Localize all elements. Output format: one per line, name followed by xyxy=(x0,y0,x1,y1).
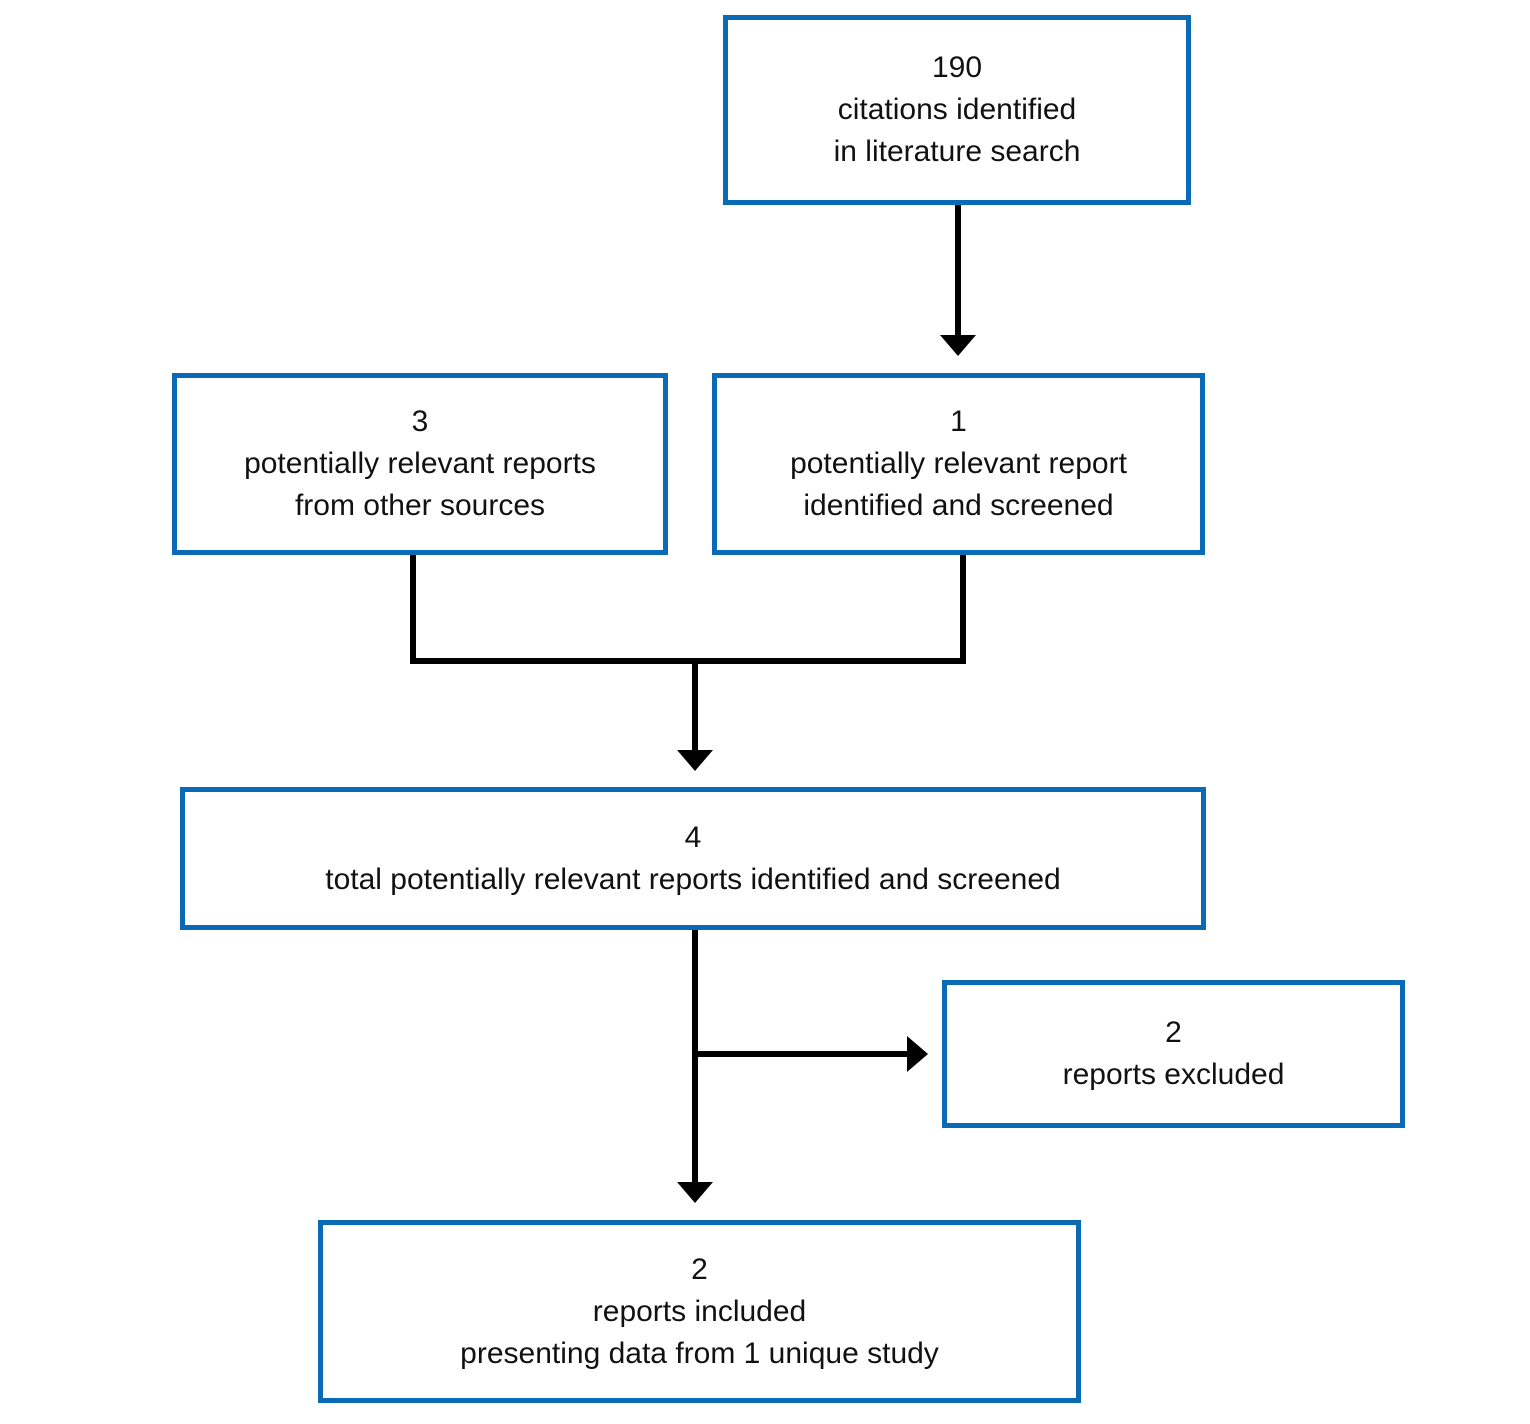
edge-total-to-included xyxy=(677,928,713,1203)
node-line: in literature search xyxy=(833,135,1081,168)
node-total-screened: 4 total potentially relevant reports ide… xyxy=(180,787,1206,930)
node-line: citations identified xyxy=(837,93,1077,126)
node-count: 1 xyxy=(950,405,967,438)
edge-total-to-excluded xyxy=(695,1036,928,1072)
node-line: from other sources xyxy=(294,489,546,522)
node-line: total potentially relevant reports ident… xyxy=(325,862,1061,896)
node-other-sources: 3 potentially relevant reports from othe… xyxy=(172,373,668,555)
node-citations-identified: 190 citations identified in literature s… xyxy=(723,15,1191,205)
edge-citations-to-screened xyxy=(940,203,976,356)
node-line: reports excluded xyxy=(1062,1058,1285,1091)
node-count: 2 xyxy=(1165,1016,1182,1049)
node-line: presenting data from 1 unique study xyxy=(460,1336,939,1370)
node-line: potentially relevant report xyxy=(790,447,1127,480)
node-count: 190 xyxy=(931,51,983,84)
node-count: 3 xyxy=(411,405,429,438)
node-line: identified and screened xyxy=(803,489,1114,522)
node-identified-screened: 1 potentially relevant report identified… xyxy=(712,373,1205,555)
node-count: 2 xyxy=(691,1252,708,1286)
node-count: 4 xyxy=(684,820,702,854)
node-reports-included: 2 reports included presenting data from … xyxy=(318,1220,1081,1403)
node-line: potentially relevant reports xyxy=(244,447,596,480)
node-line: reports included xyxy=(592,1294,807,1328)
node-reports-excluded: 2 reports excluded xyxy=(942,980,1405,1128)
edge-merge-to-total xyxy=(410,553,966,771)
